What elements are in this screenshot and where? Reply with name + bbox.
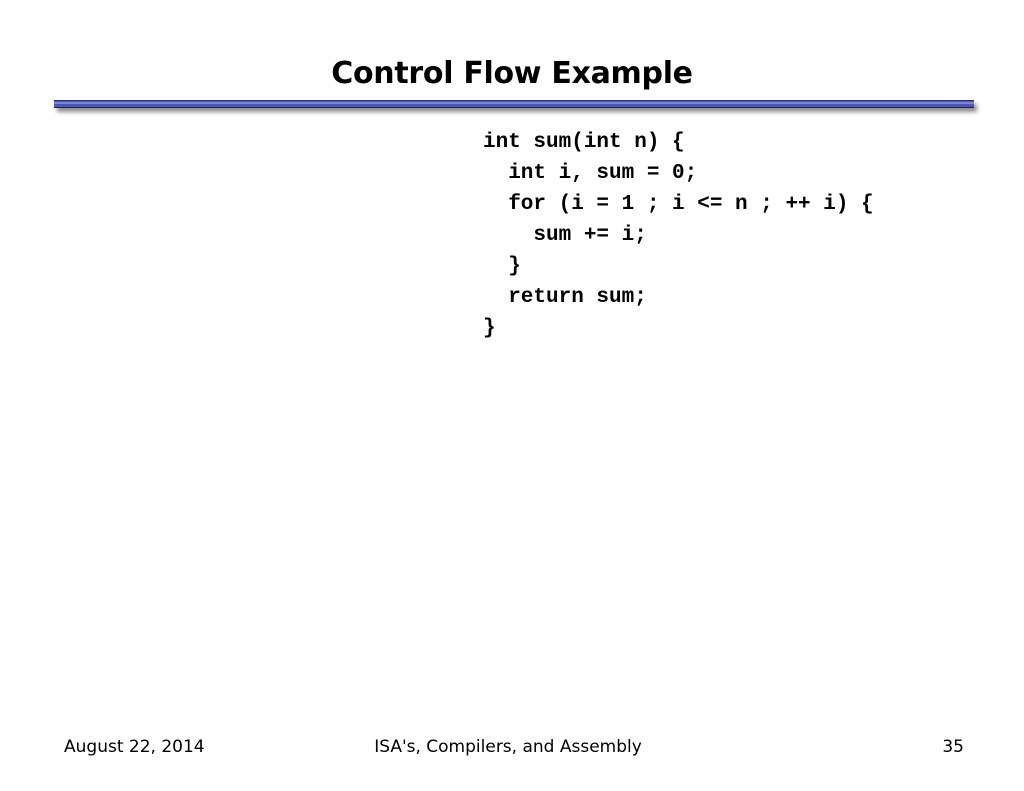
footer-date: August 22, 2014: [64, 737, 205, 757]
code-line: sum += i;: [483, 224, 647, 247]
page-number: 35: [942, 737, 964, 757]
code-line: return sum;: [483, 286, 647, 309]
footer-title: ISA's, Compilers, and Assembly: [374, 737, 642, 757]
code-block: int sum(int n) { int i, sum = 0; for (i …: [483, 127, 874, 344]
code-line: }: [483, 317, 496, 340]
code-line: int sum(int n) {: [483, 131, 685, 154]
code-line: }: [483, 255, 521, 278]
code-line: int i, sum = 0;: [483, 162, 698, 185]
code-line: for (i = 1 ; i <= n ; ++ i) {: [483, 193, 874, 216]
title-divider: [54, 100, 974, 108]
slide-title: Control Flow Example: [331, 56, 693, 91]
